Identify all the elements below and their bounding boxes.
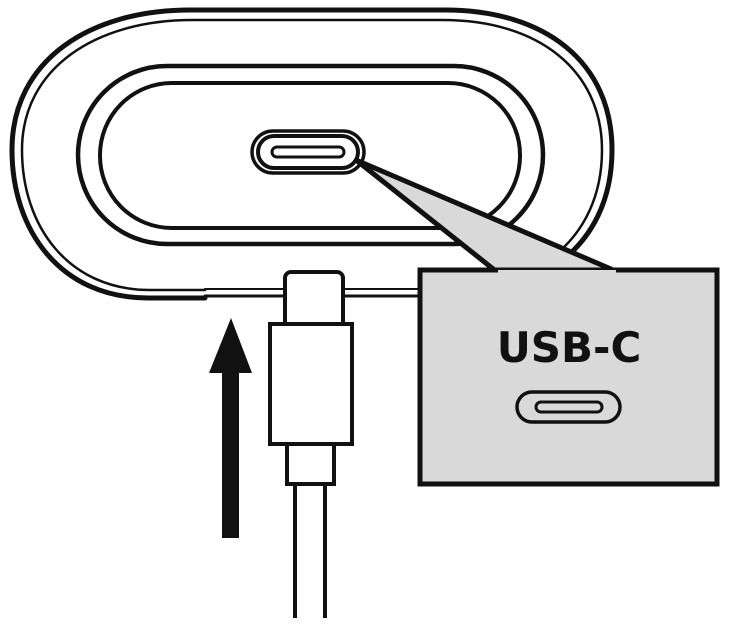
arrow-shaft — [222, 370, 239, 538]
plug-housing — [268, 322, 354, 446]
case-face-inner — [98, 81, 522, 230]
charging-case — [9, 7, 615, 301]
port-icon-inner — [534, 400, 604, 414]
insert-direction-arrow-up-icon — [209, 318, 252, 538]
callout-box — [417, 267, 720, 487]
plug-tip — [283, 270, 345, 330]
case-face-outer — [75, 63, 546, 247]
callout-seam — [498, 270, 616, 276]
callout-label: USB-C — [497, 323, 642, 372]
arrow-head — [209, 318, 252, 373]
case-outer-shell — [9, 7, 615, 301]
usb-c-port-icon — [515, 390, 622, 424]
cable-wire — [293, 484, 327, 618]
plug-strain-relief — [285, 442, 336, 486]
port-tongue — [270, 145, 346, 159]
usb-c-cable-plug — [268, 270, 354, 618]
usb-c-port — [250, 129, 366, 175]
callout-pointer — [354, 157, 619, 275]
case-outer-shell-inner — [20, 18, 604, 292]
port-mid — [256, 134, 360, 170]
port-icon-outer — [515, 390, 622, 424]
